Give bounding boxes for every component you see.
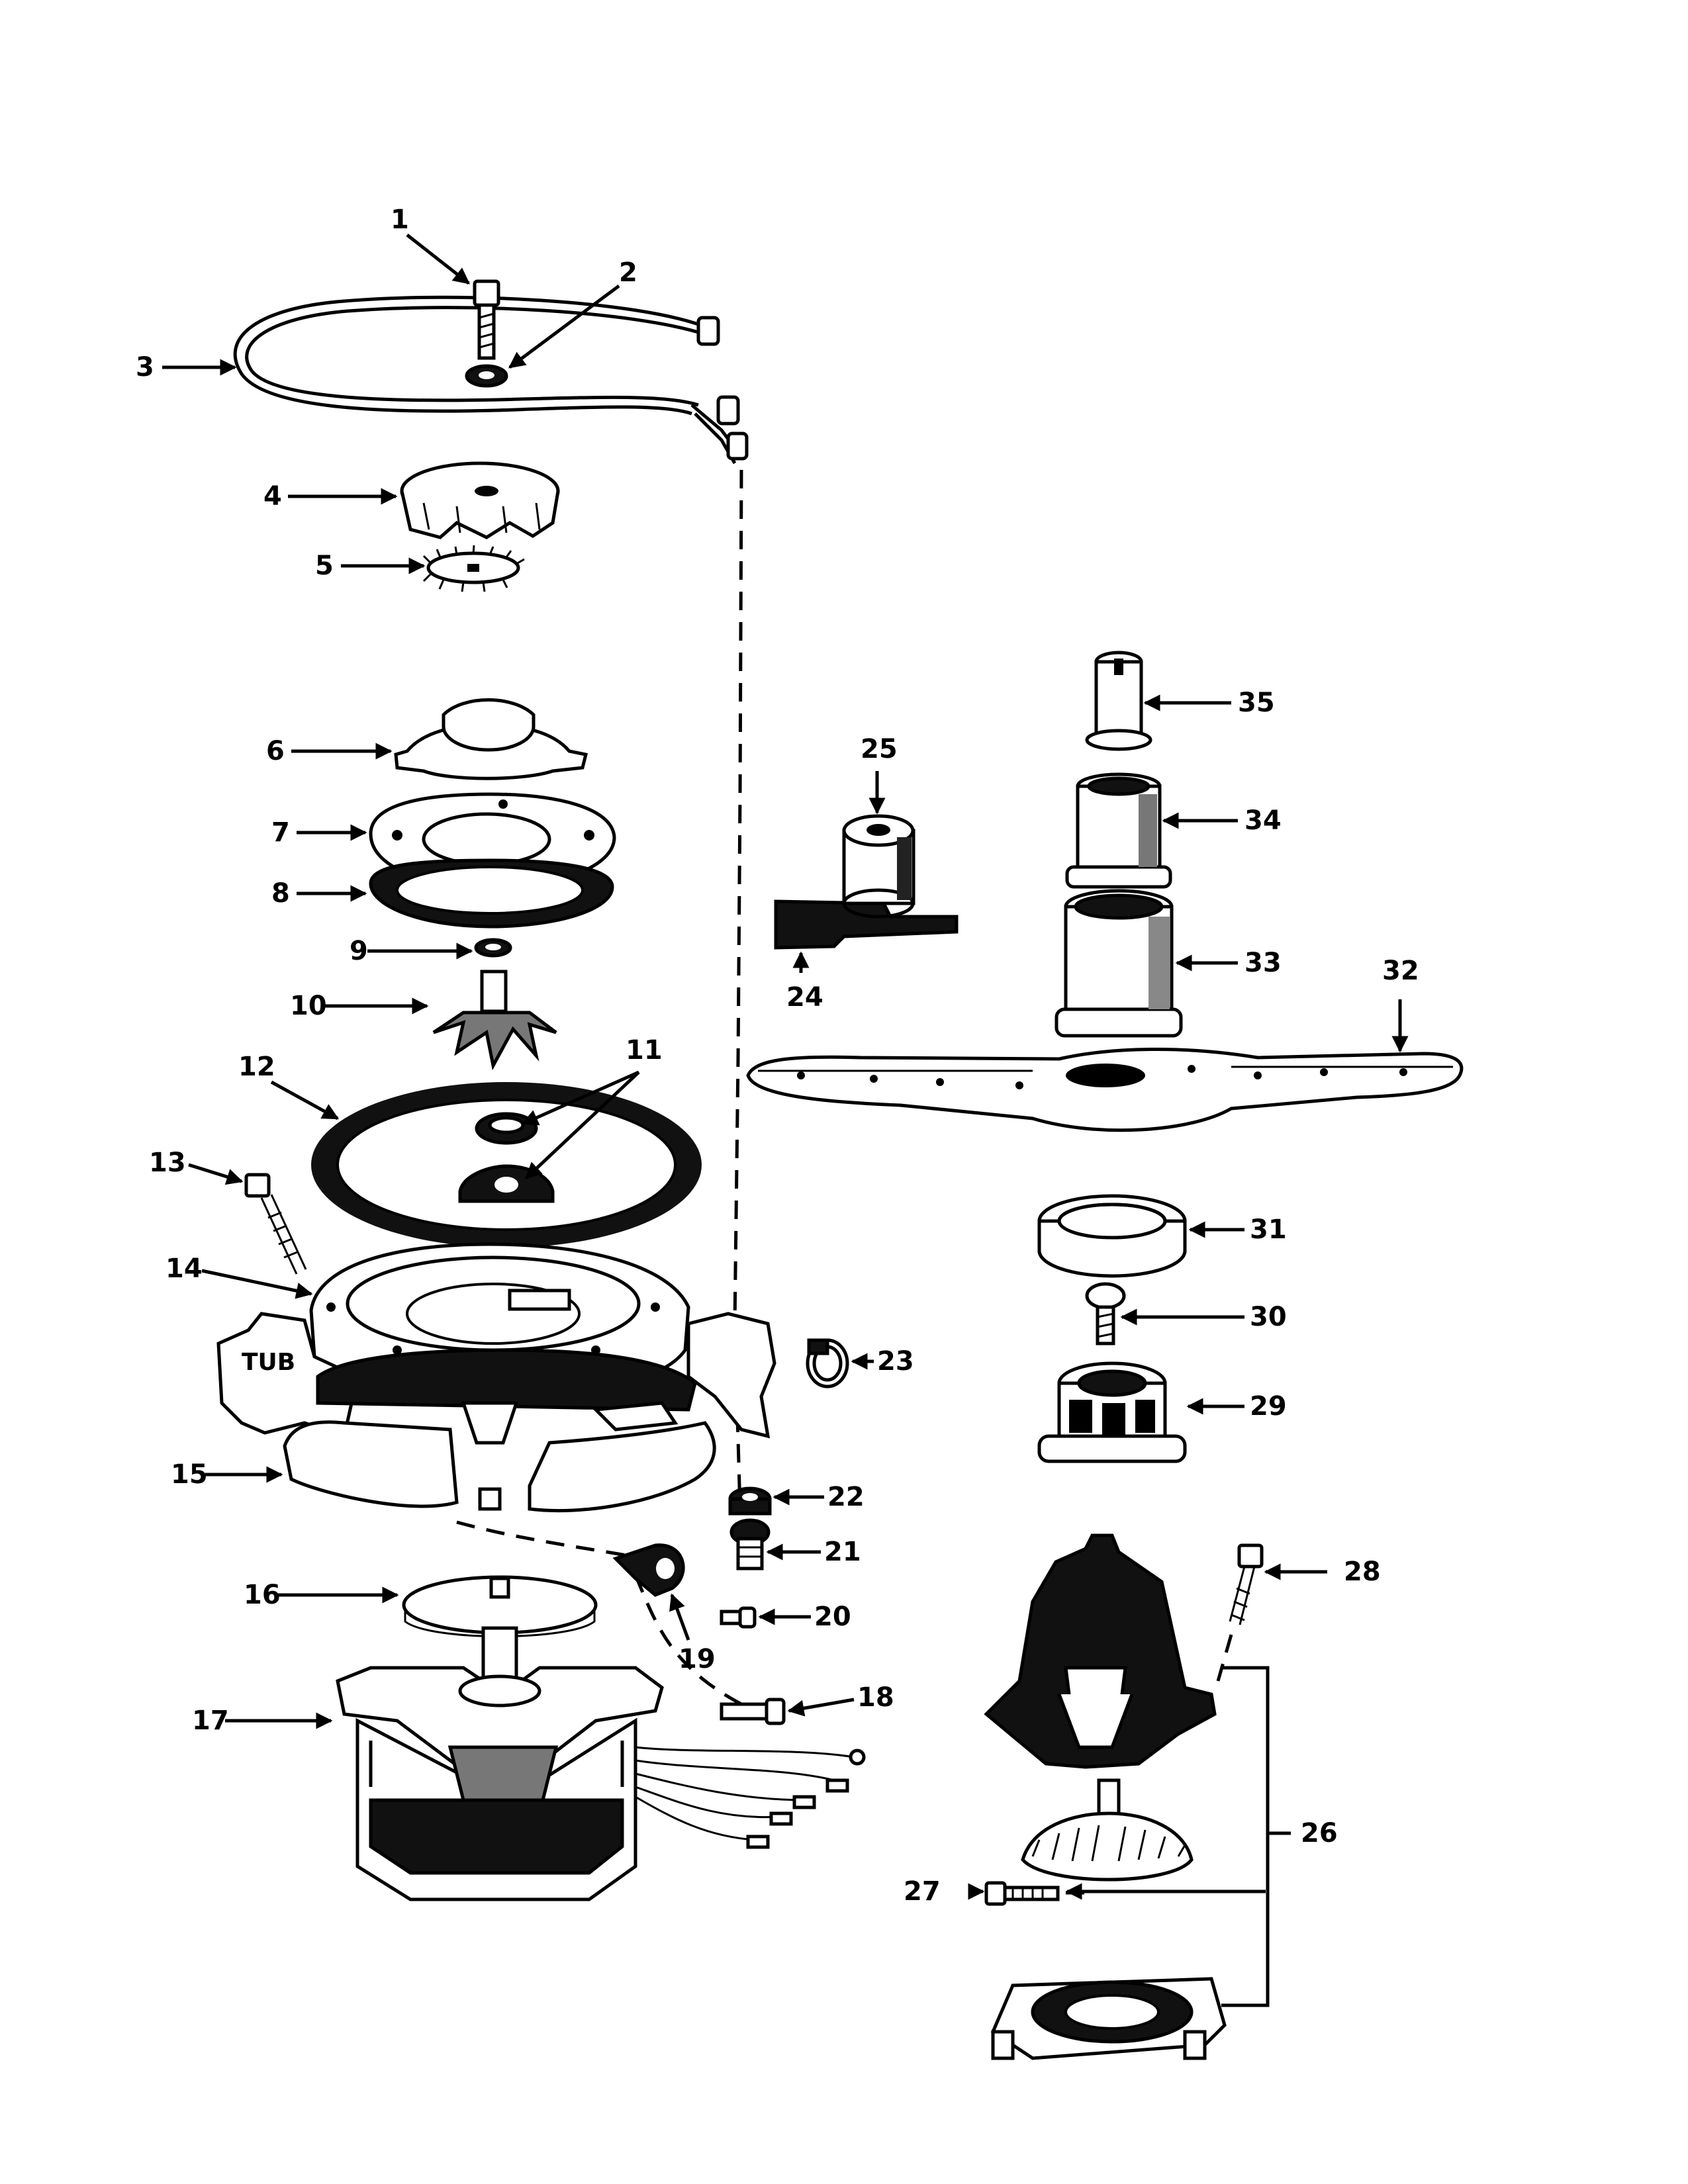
grommet xyxy=(728,1486,772,1516)
callout-1: 1 xyxy=(391,205,409,235)
hose-clamp xyxy=(806,1338,849,1388)
callout-34: 34 xyxy=(1244,805,1282,836)
callout-15: 15 xyxy=(171,1459,208,1490)
motor-wires xyxy=(635,1746,866,1849)
callout-35: 35 xyxy=(1238,688,1275,718)
callout-21: 21 xyxy=(824,1537,861,1567)
callout-33: 33 xyxy=(1244,948,1282,978)
tub-label: TUB xyxy=(242,1349,295,1376)
callout-labels: 1 2 3 4 5 6 7 8 9 10 11 12 13 14 15 16 1… xyxy=(136,205,1419,1907)
screw xyxy=(244,1173,307,1275)
callout-12: 12 xyxy=(238,1052,275,1082)
pump-cover xyxy=(394,698,588,780)
callout-22: 22 xyxy=(827,1482,865,1512)
callout-7: 7 xyxy=(271,817,290,848)
pump-assembly xyxy=(984,1533,1227,2060)
callout-18: 18 xyxy=(857,1682,894,1713)
callout-2: 2 xyxy=(619,257,637,288)
seal xyxy=(458,1112,555,1203)
callout-28: 28 xyxy=(1344,1557,1381,1587)
callout-13: 13 xyxy=(149,1148,186,1178)
callout-23: 23 xyxy=(877,1346,914,1377)
filter-housing xyxy=(1037,1361,1187,1463)
bracket xyxy=(774,899,959,950)
screw xyxy=(720,1606,757,1629)
screw xyxy=(1229,1543,1264,1625)
sump-base xyxy=(283,1348,716,1513)
assembly-bracket xyxy=(1221,1666,1291,2007)
spray-tube xyxy=(1085,651,1152,751)
callout-20: 20 xyxy=(814,1602,851,1632)
drain-fitting xyxy=(729,1518,771,1570)
callout-16: 16 xyxy=(244,1580,281,1610)
heater-element xyxy=(233,295,749,465)
callout-29: 29 xyxy=(1250,1391,1287,1422)
callout-30: 30 xyxy=(1250,1302,1287,1332)
gasket xyxy=(369,858,614,929)
impeller xyxy=(432,970,557,1071)
callout-10: 10 xyxy=(290,991,327,1021)
callout-11: 11 xyxy=(626,1035,663,1066)
screw xyxy=(984,1881,1060,1906)
chopper-blade xyxy=(422,545,525,592)
coupler xyxy=(1065,772,1172,889)
callout-31: 31 xyxy=(1250,1214,1287,1245)
callout-25: 25 xyxy=(861,734,898,764)
callout-19: 19 xyxy=(679,1644,716,1674)
callout-6: 6 xyxy=(266,736,285,766)
callout-8: 8 xyxy=(271,878,290,909)
wire-clip xyxy=(612,1543,685,1597)
callout-17: 17 xyxy=(192,1706,229,1736)
screw-path xyxy=(1216,1634,1233,1682)
spacer xyxy=(842,814,915,919)
screw xyxy=(1085,1282,1126,1345)
callout-32: 32 xyxy=(1382,956,1419,986)
callout-27: 27 xyxy=(904,1876,941,1907)
lower-spray-arm xyxy=(746,1048,1464,1132)
callout-14: 14 xyxy=(165,1253,203,1284)
tub-section: TUB xyxy=(216,1312,776,1439)
screw xyxy=(720,1698,786,1725)
callout-9: 9 xyxy=(350,936,368,966)
motor xyxy=(336,1626,664,1901)
impeller-cap xyxy=(400,461,560,539)
leader-lines xyxy=(162,234,1409,1900)
callout-24: 24 xyxy=(786,982,823,1013)
callout-3: 3 xyxy=(136,352,154,383)
callout-4: 4 xyxy=(263,481,282,512)
spray-arm-ring xyxy=(1037,1194,1187,1278)
callout-26: 26 xyxy=(1301,1818,1338,1848)
heater-bolt xyxy=(473,279,500,360)
washer xyxy=(465,364,508,388)
callout-5: 5 xyxy=(315,551,334,581)
strap-path xyxy=(633,1574,749,1709)
spray-arm-tube xyxy=(1055,889,1183,1038)
